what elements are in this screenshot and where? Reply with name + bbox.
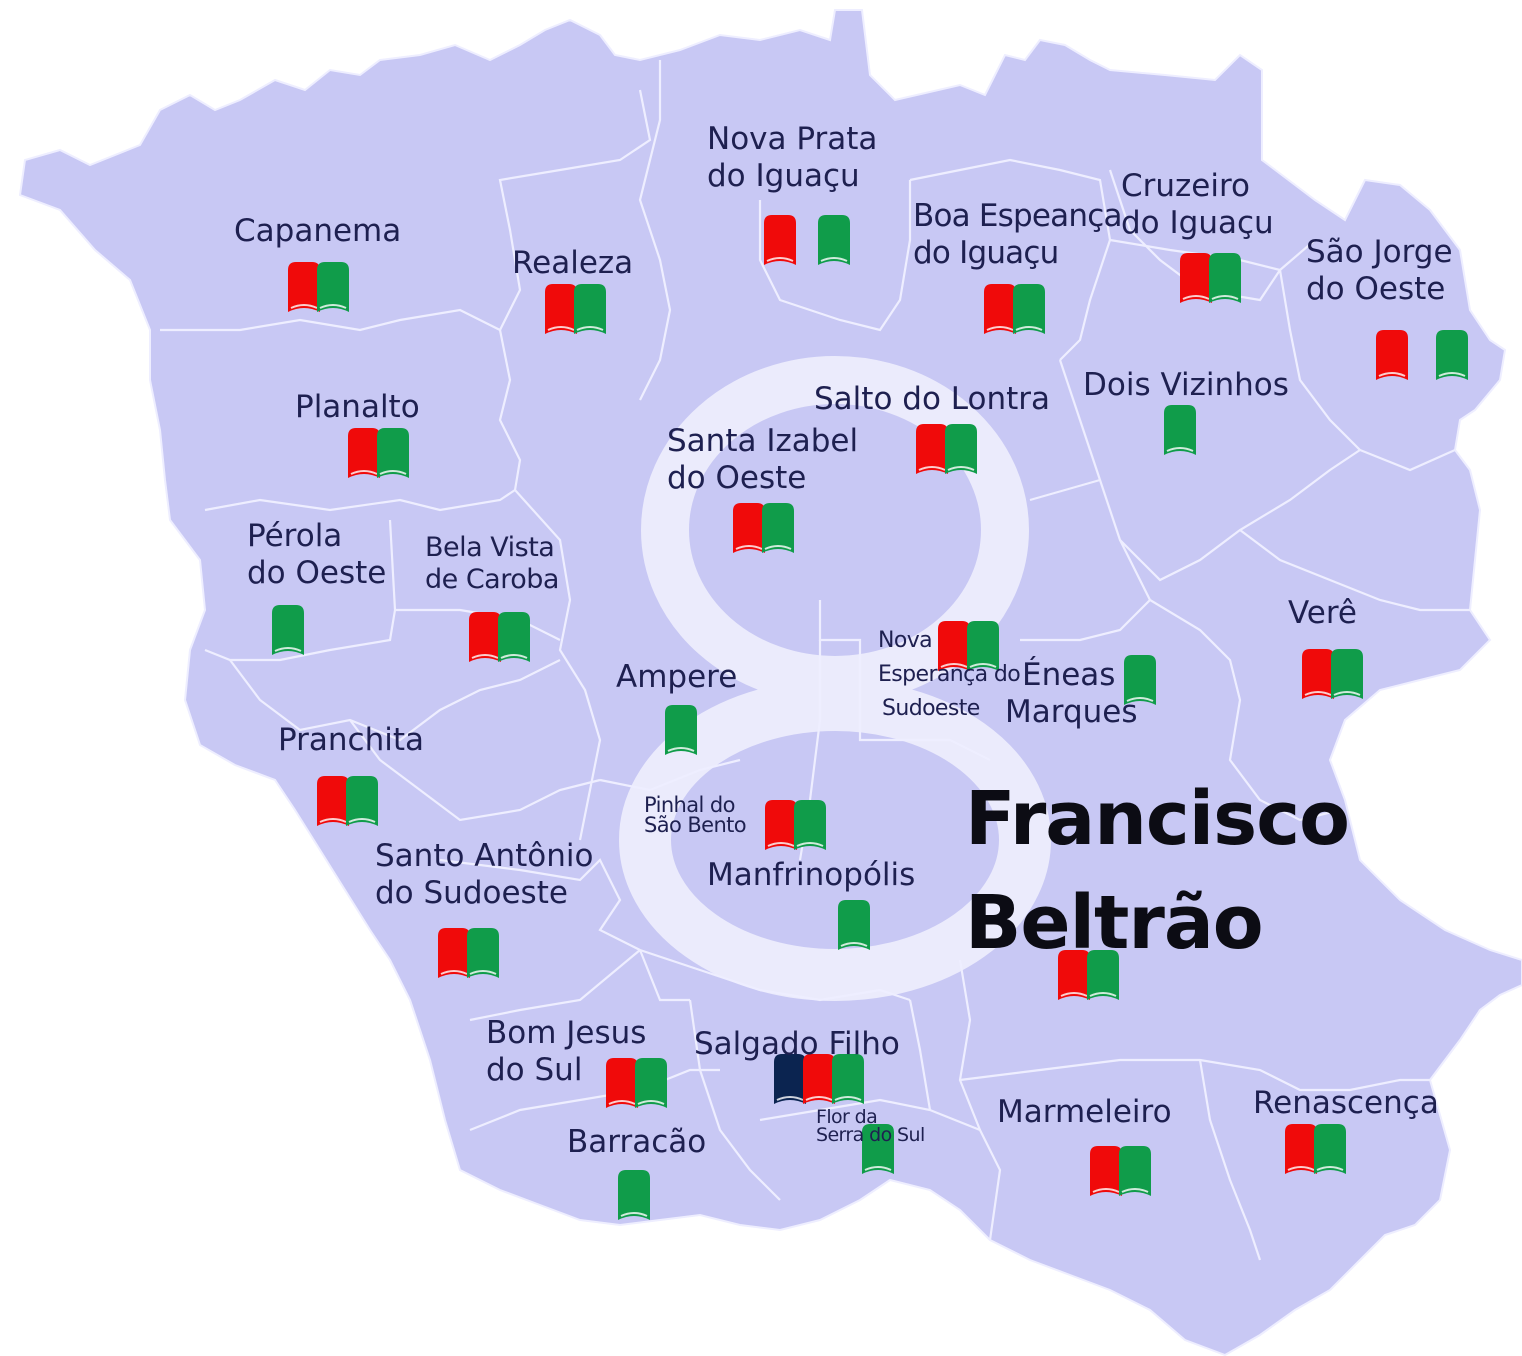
eneas-marker-0 bbox=[1124, 655, 1156, 705]
nova-esperanca-marker-0 bbox=[938, 621, 970, 671]
barracao-marker-0 bbox=[618, 1170, 650, 1220]
boa-esperanca-marker-0 bbox=[984, 284, 1016, 334]
label-planalto: Planalto bbox=[295, 389, 420, 425]
pranchita-marker-1 bbox=[346, 776, 378, 826]
sao-jorge-marker-1 bbox=[1436, 330, 1468, 380]
label-salto-lontra: Salto do Lontra bbox=[814, 381, 1050, 417]
realeza-marker-0 bbox=[545, 284, 577, 334]
salgado-filho-marker-2 bbox=[832, 1054, 864, 1104]
salto-lontra-marker-0 bbox=[916, 424, 948, 474]
boa-esperanca-marker-1 bbox=[1013, 284, 1045, 334]
cruzeiro-marker-1 bbox=[1209, 253, 1241, 303]
municipal-borders bbox=[160, 60, 1470, 1261]
nova-prata-marker-1 bbox=[818, 215, 850, 265]
dois-vizinhos-marker-0 bbox=[1164, 405, 1196, 455]
label-barracao: Barracão bbox=[567, 1124, 707, 1160]
library-markers bbox=[272, 215, 1468, 1220]
label-pranchita: Pranchita bbox=[278, 722, 424, 758]
nova-esperanca-marker-1 bbox=[967, 621, 999, 671]
bela-vista-marker-0 bbox=[469, 612, 501, 662]
perola-marker-0 bbox=[272, 605, 304, 655]
renascenca-marker-1 bbox=[1314, 1124, 1346, 1174]
pinhal-marker-1 bbox=[794, 800, 826, 850]
capanema-marker-1 bbox=[317, 262, 349, 312]
salto-lontra-marker-1 bbox=[945, 424, 977, 474]
label-ampere: Ampere bbox=[616, 659, 738, 695]
planalto-marker-1 bbox=[377, 428, 409, 478]
pranchita-marker-0 bbox=[317, 776, 349, 826]
ampere-marker-0 bbox=[665, 705, 697, 755]
bom-jesus-marker-1 bbox=[635, 1058, 667, 1108]
cruzeiro-marker-0 bbox=[1180, 253, 1212, 303]
sao-jorge-marker-0 bbox=[1376, 330, 1408, 380]
label-manfrinopolis: Manfrinopólis bbox=[707, 857, 916, 893]
figure-eight-emblem bbox=[619, 356, 1051, 1001]
bom-jesus-marker-0 bbox=[606, 1058, 638, 1108]
francisco-beltrao-marker-1 bbox=[1087, 950, 1119, 1000]
label-capanema: Capanema bbox=[234, 213, 402, 249]
planalto-marker-0 bbox=[348, 428, 380, 478]
flor-serra-marker-0 bbox=[862, 1124, 894, 1174]
label-dois-vizinhos: Dois Vizinhos bbox=[1083, 367, 1289, 403]
salgado-filho-marker-0 bbox=[774, 1054, 806, 1104]
marmeleiro-marker-0 bbox=[1090, 1146, 1122, 1196]
renascenca-marker-0 bbox=[1285, 1124, 1317, 1174]
label-renascenca: Renascença bbox=[1253, 1085, 1439, 1121]
francisco-beltrao-marker-0 bbox=[1058, 950, 1090, 1000]
pinhal-marker-0 bbox=[765, 800, 797, 850]
marmeleiro-marker-1 bbox=[1119, 1146, 1151, 1196]
bela-vista-marker-1 bbox=[498, 612, 530, 662]
label-marmeleiro: Marmeleiro bbox=[997, 1094, 1172, 1130]
salgado-filho-marker-1 bbox=[803, 1054, 835, 1104]
vere-marker-0 bbox=[1302, 649, 1334, 699]
santo-antonio-marker-0 bbox=[438, 928, 470, 978]
manfrinopolis-marker-0 bbox=[838, 900, 870, 950]
santo-antonio-marker-1 bbox=[467, 928, 499, 978]
label-realeza: Realeza bbox=[512, 245, 634, 281]
vere-marker-1 bbox=[1331, 649, 1363, 699]
label-salgado-filho: Salgado Filho bbox=[694, 1026, 900, 1062]
nova-prata-marker-0 bbox=[764, 215, 796, 265]
label-vere: Verê bbox=[1288, 595, 1358, 631]
santa-izabel-marker-1 bbox=[762, 503, 794, 553]
santa-izabel-marker-0 bbox=[733, 503, 765, 553]
realeza-marker-1 bbox=[574, 284, 606, 334]
capanema-marker-0 bbox=[288, 262, 320, 312]
